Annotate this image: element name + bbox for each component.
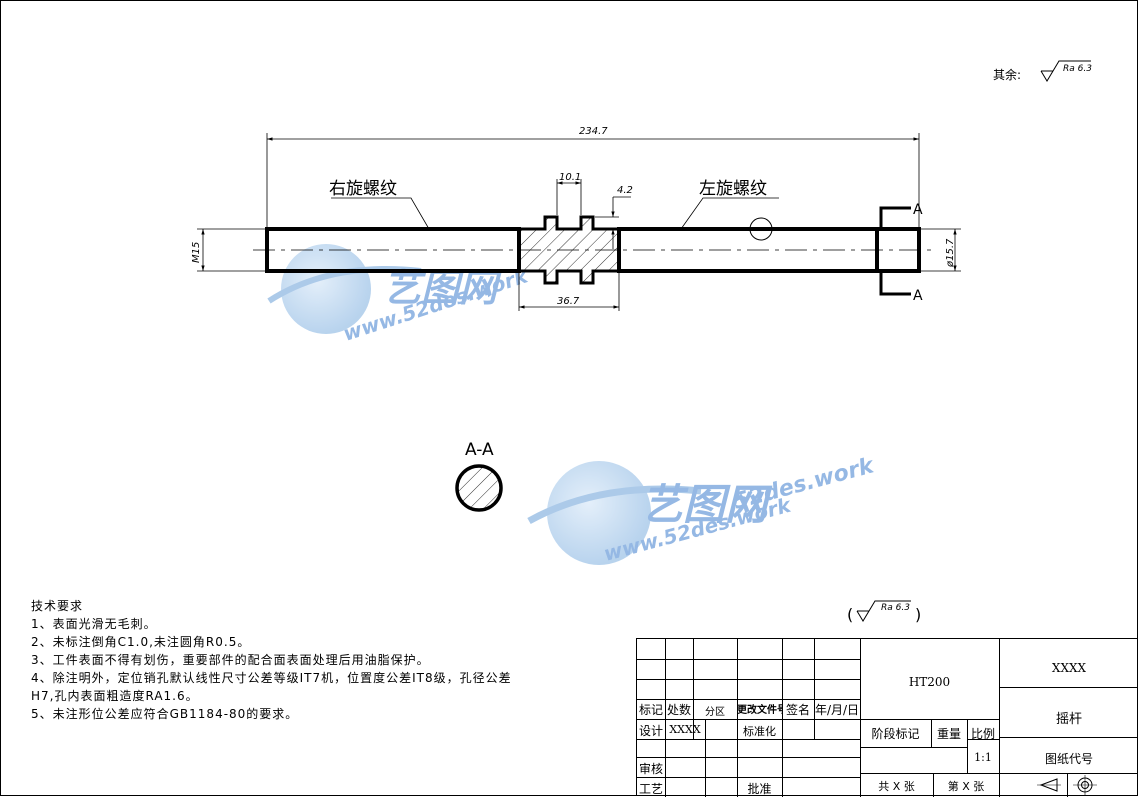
tech-req-item: H7,孔内表面粗造度RA1.6。 [31, 689, 199, 703]
roughness-bracket-value: Ra 6.3 [881, 603, 910, 613]
section-mark-bottom: A [913, 288, 923, 304]
dimension-total-length [266, 133, 920, 229]
roughness-bracket: ( Ra 6.3 ) [847, 600, 921, 624]
dimension-groove-depth-text: 4.2 [617, 185, 633, 196]
dimension-total-length-text: 234.7 [579, 126, 608, 137]
dimension-end-diameter-text: ø15.7 [945, 238, 956, 268]
approve-label: 批准 [747, 782, 772, 796]
dimension-thread [197, 228, 267, 272]
scale-value: 1:1 [974, 751, 992, 764]
section-view-circle [455, 464, 503, 512]
dimension-groove-section-text: 36.7 [557, 296, 580, 307]
left-thread-label: 左旋螺纹 [699, 179, 767, 199]
watermark-center-globe-icon [547, 461, 651, 565]
svg-text:): ) [915, 605, 921, 624]
dimension-groove-width [556, 179, 582, 215]
process-label: 工艺 [638, 782, 663, 796]
material: HT200 [908, 675, 951, 689]
groove-section [517, 215, 621, 285]
design-label: 设计 [638, 724, 663, 738]
designer-name: XXXX [669, 723, 701, 736]
weight-label: 重量 [936, 727, 961, 741]
watermark-center: 艺图网 52des.work www.52des.work [527, 453, 878, 566]
section-title: A-A [465, 440, 494, 460]
header-sign: 签名 [785, 703, 810, 717]
dimension-thread-text: M15 [191, 242, 202, 263]
dimension-end-diameter [919, 228, 961, 272]
right-thread-label: 右旋螺纹 [329, 179, 397, 199]
section-mark-top: A [913, 202, 923, 218]
watermark-top: 艺图网 www.52des.work [267, 244, 532, 346]
drawing-no-label: 图纸代号 [1044, 752, 1093, 766]
tech-req-title: 技术要求 [31, 599, 84, 613]
tech-req-item: 4、除注明外，定位销孔默认线性尺寸公差等级IT7机，位置度公差IT8级，孔径公差 [31, 671, 512, 685]
roughness-label: 其余: [993, 67, 1021, 82]
roughness-value: Ra 6.3 [1063, 64, 1092, 74]
header-count: 处数 [666, 703, 691, 717]
review-label: 审核 [638, 762, 663, 776]
stage-label: 阶段标记 [871, 727, 920, 741]
sheets-total: 共 X 张 [878, 780, 915, 793]
title-block: 标记 处数 分区 更改文件号 签名 年/月/日 设计 XXXX 标准化 审核 工… [636, 638, 1138, 797]
technical-requirements: 技术要求 1、表面光滑无毛刺。 2、未标注倒角C1.0,未注圆角R0.5。 3、… [31, 597, 571, 723]
dimension-groove-section [518, 271, 620, 311]
standardize-label: 标准化 [743, 725, 776, 738]
watermark-globe-icon [281, 244, 371, 334]
header-change-doc: 更改文件号 [737, 705, 782, 716]
header-mark: 标记 [638, 703, 663, 717]
header-date: 年/月/日 [814, 703, 860, 717]
scale-label: 比例 [970, 727, 995, 741]
tech-req-item: 5、未注形位公差应符合GB1184-80的要求。 [31, 707, 299, 721]
section-cut-marks [879, 206, 911, 296]
surface-roughness-note: 其余: Ra 6.3 [993, 60, 1092, 82]
company-name: XXXX [1051, 661, 1087, 675]
pin-hole [749, 217, 773, 241]
header-zone: 分区 [705, 707, 725, 718]
part-name: 摇杆 [1055, 712, 1082, 727]
svg-text:(: ( [847, 605, 853, 624]
sheet-number: 第 X 张 [947, 780, 985, 793]
watermark-brand: 艺图网 [383, 266, 502, 310]
tech-req-item: 2、未标注倒角C1.0,未注圆角R0.5。 [31, 635, 251, 649]
watermark-center-brand: 艺图网 [641, 480, 773, 529]
projection-symbol-icon [1037, 775, 1097, 795]
dimension-groove-width-text: 10.1 [559, 172, 581, 183]
tech-req-item: 3、工件表面不得有划伤，重要部件的配合面表面处理后用油脂保护。 [31, 653, 430, 667]
tech-req-item: 1、表面光滑无毛刺。 [31, 617, 157, 631]
dimension-groove-depth [595, 196, 631, 249]
